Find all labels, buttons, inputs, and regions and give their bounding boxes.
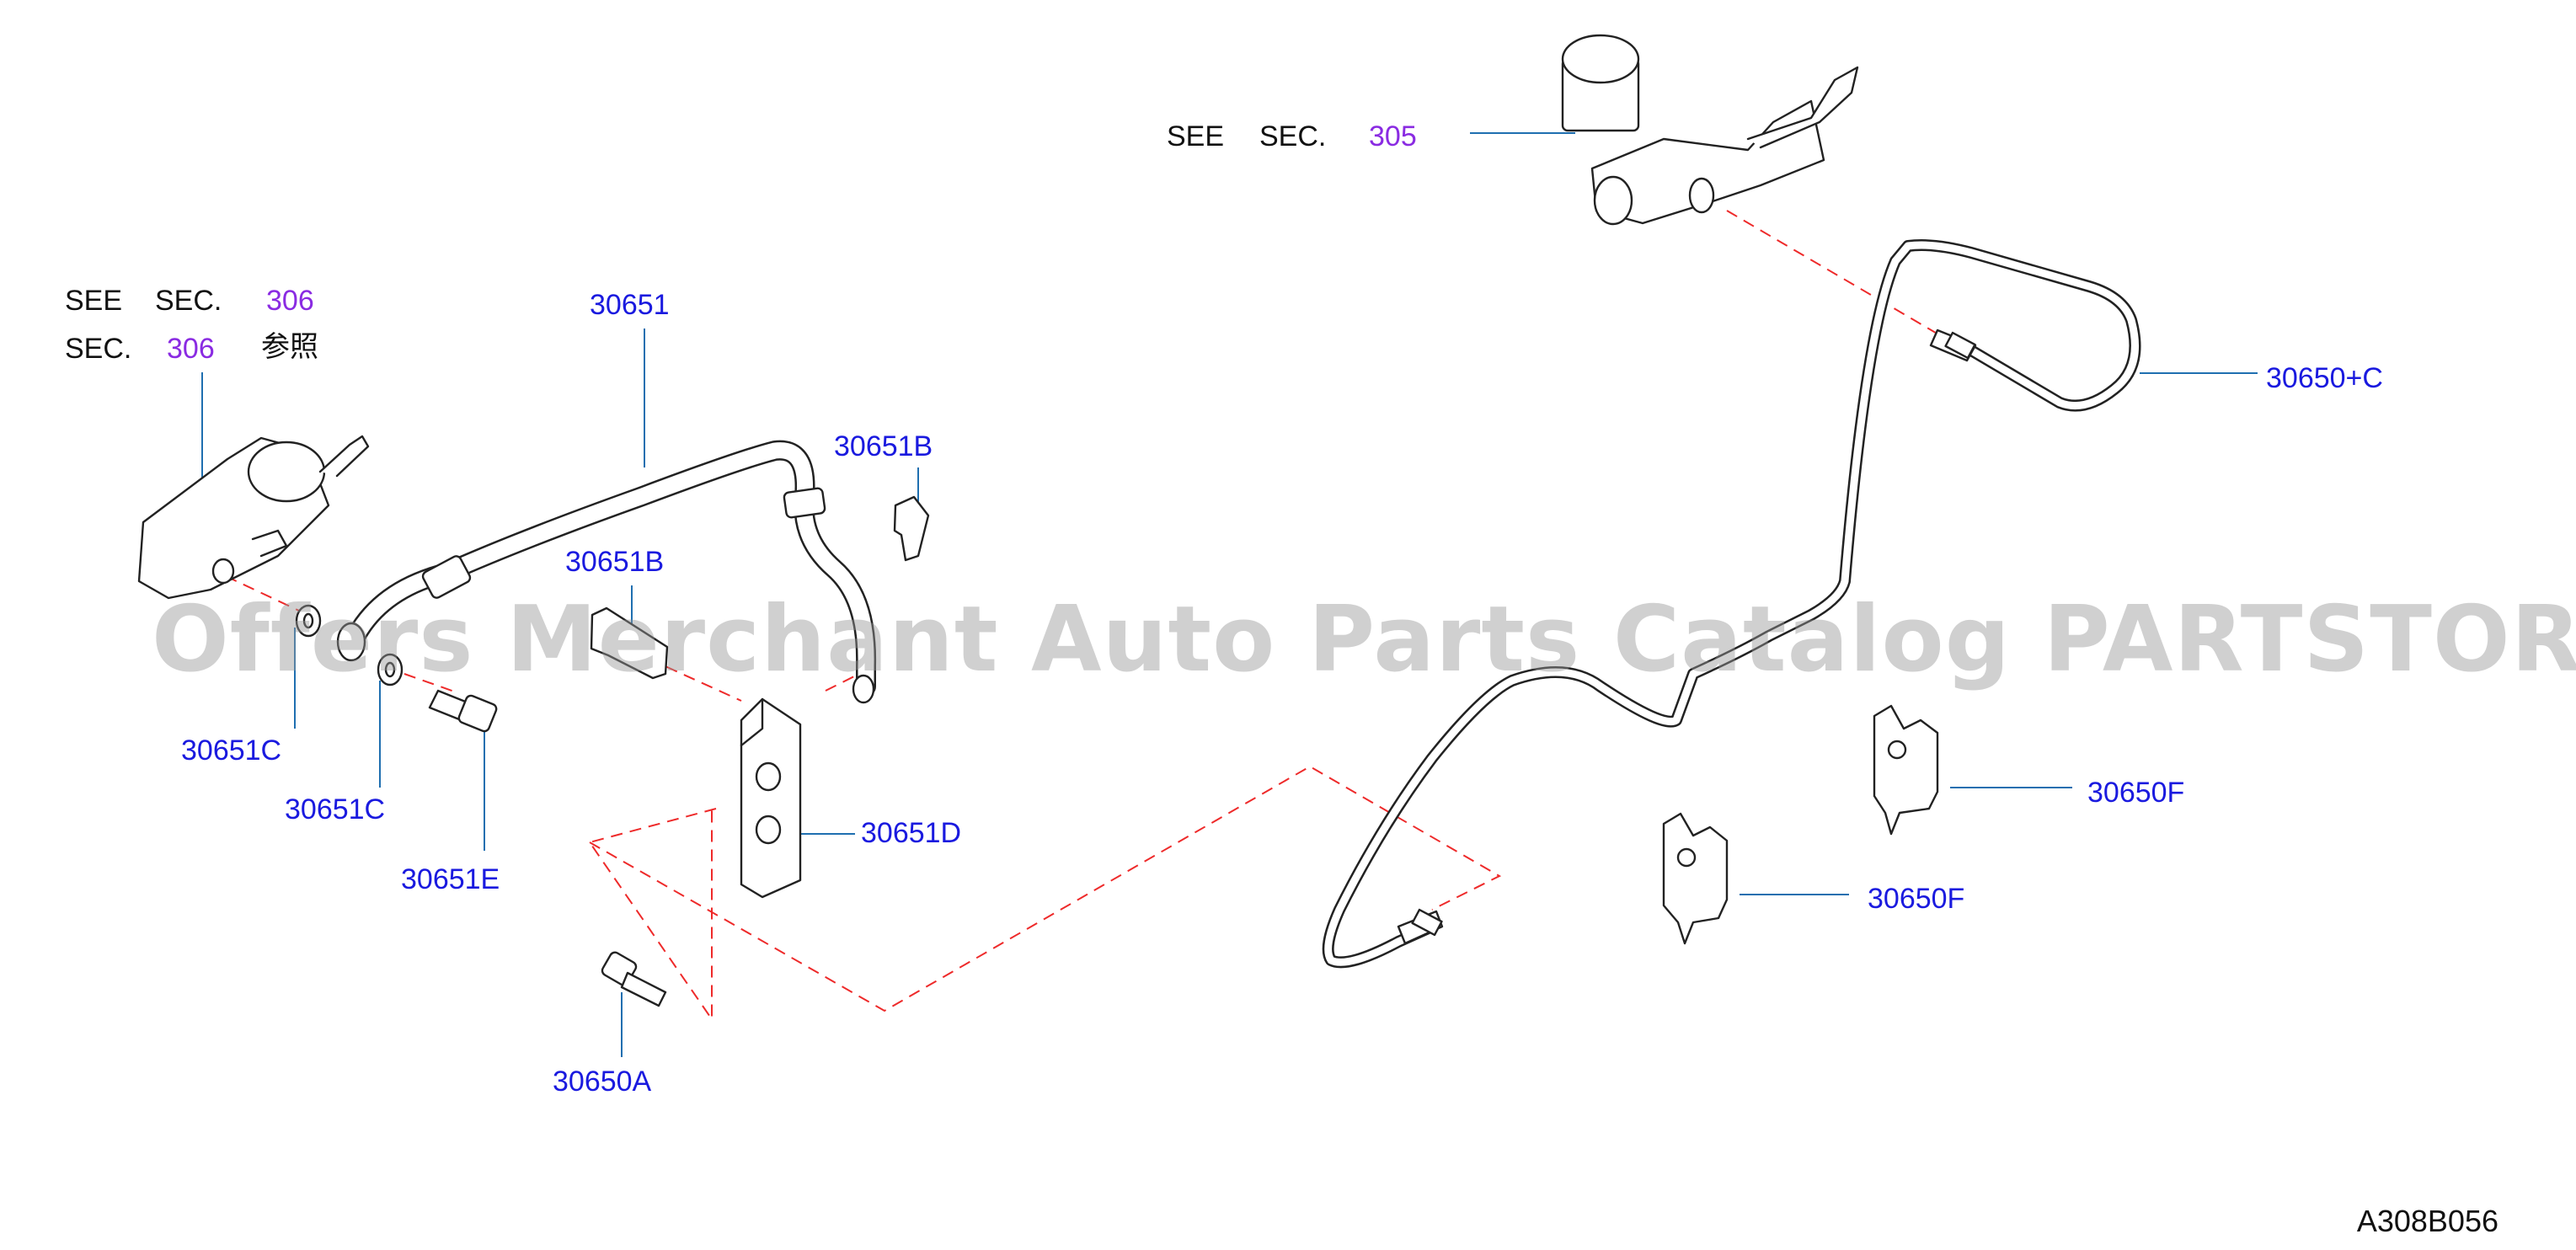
bracket-bolt[interactable] [601,951,667,1007]
section-link-306-ref[interactable]: 306 [167,333,215,365]
see-label-305: SEE [1167,120,1225,152]
union-bolt[interactable] [428,689,498,733]
leader-lines [201,132,2258,1057]
part-label-30650F-upper[interactable]: 30650F [2087,777,2185,809]
sec-label-306-ref: SEC. [65,333,132,365]
tube-clip-upper[interactable] [1873,704,1939,836]
part-label-30650C[interactable]: 30650+C [2266,362,2383,394]
sec-label-306: SEC. [155,285,222,317]
clutch-master-cylinder[interactable] [1561,34,1859,226]
copper-washers[interactable] [295,604,404,686]
clutch-hose[interactable] [336,440,877,704]
hose-clip-upper[interactable] [893,495,930,562]
part-label-30650F-lower[interactable]: 30650F [1868,883,1965,915]
clutch-operating-cylinder[interactable] [137,435,370,600]
part-label-30651D[interactable]: 30651D [861,817,962,849]
part-label-30651B-lower[interactable]: 30651B [565,546,665,578]
sec-label-305: SEC. [1259,120,1327,152]
reference-label: 参照 [261,330,318,364]
part-label-30651E[interactable]: 30651E [401,863,500,895]
part-label-30651C-upper[interactable]: 30651C [181,735,282,767]
part-label-30651C-lower[interactable]: 30651C [285,793,386,825]
hose-bracket[interactable] [740,697,802,899]
hose-clip-lower[interactable] [590,606,669,680]
watermark: Offers Merchant Auto Parts Catalog PARTS… [152,587,2576,692]
part-label-30651B-upper[interactable]: 30651B [834,430,933,462]
part-label-30651[interactable]: 30651 [590,289,670,321]
section-link-306[interactable]: 306 [266,285,314,317]
section-link-305[interactable]: 305 [1369,120,1417,152]
part-label-30650A[interactable]: 30650A [553,1066,652,1098]
diagram-code: A308B056 [2356,1204,2499,1238]
tube-clip-lower[interactable] [1662,812,1729,945]
clutch-tube[interactable] [1322,239,2141,969]
see-label-306: SEE [65,285,123,317]
